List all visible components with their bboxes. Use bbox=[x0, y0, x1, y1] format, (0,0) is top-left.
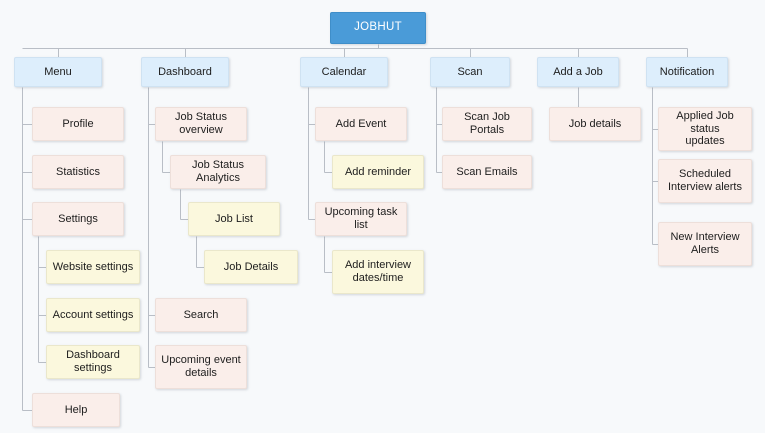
root-node-jobhut[interactable]: JOBHUT bbox=[330, 12, 426, 44]
node-label: Help bbox=[64, 403, 88, 416]
node-label: Menu bbox=[44, 65, 72, 78]
node-label: Add interview dates/time bbox=[344, 259, 412, 284]
node-label: Account settings bbox=[52, 308, 134, 321]
node-label: Add reminder bbox=[344, 165, 412, 178]
node-upcoming-event-details[interactable]: Upcoming event details bbox=[155, 345, 247, 389]
node-add-interview-dates-time[interactable]: Add interview dates/time bbox=[332, 250, 424, 294]
node-label: Job details bbox=[568, 117, 622, 130]
node-account-settings[interactable]: Account settings bbox=[46, 298, 140, 332]
node-label: Job List bbox=[215, 212, 253, 225]
node-label: Scan Emails bbox=[456, 165, 518, 178]
node-job-details[interactable]: Job Details bbox=[204, 250, 298, 284]
node-label: Upcoming task list bbox=[324, 206, 398, 231]
node-dashboard-settings[interactable]: Dashboard settings bbox=[46, 345, 140, 379]
node-new-interview-alerts[interactable]: New Interview Alerts bbox=[658, 222, 752, 266]
node-label: Scan bbox=[457, 65, 483, 78]
node-label: Website settings bbox=[52, 260, 134, 273]
node-label: Statistics bbox=[55, 165, 100, 178]
node-applied-job-status-updates[interactable]: Applied Job status updates bbox=[658, 107, 752, 151]
node-label: Add a Job bbox=[553, 65, 603, 78]
node-add-reminder[interactable]: Add reminder bbox=[332, 155, 424, 189]
node-job-list[interactable]: Job List bbox=[188, 202, 280, 236]
node-job-status-overview[interactable]: Job Status overview bbox=[155, 107, 247, 141]
node-scan-emails[interactable]: Scan Emails bbox=[442, 155, 532, 189]
node-label: Dashboard bbox=[158, 65, 212, 78]
node-label: Applied Job status updates bbox=[676, 109, 734, 148]
node-job-status-analytics[interactable]: Job Status Analytics bbox=[170, 155, 266, 189]
node-label: Scan Job Portals bbox=[464, 111, 510, 136]
node-label: New Interview Alerts bbox=[670, 231, 740, 256]
node-label: Add Event bbox=[335, 117, 387, 130]
node-label: Dashboard settings bbox=[66, 349, 120, 374]
node-dashboard[interactable]: Dashboard bbox=[141, 57, 229, 87]
node-label: Settings bbox=[58, 212, 98, 225]
node-label: Calendar bbox=[321, 65, 367, 78]
node-label: Notification bbox=[659, 65, 715, 78]
node-scheduled-interview-alerts[interactable]: Scheduled Interview alerts bbox=[658, 159, 752, 203]
node-label: Scheduled Interview alerts bbox=[668, 168, 742, 193]
node-add-event[interactable]: Add Event bbox=[315, 107, 407, 141]
node-label: Profile bbox=[62, 117, 94, 130]
node-notification[interactable]: Notification bbox=[646, 57, 728, 87]
node-scan[interactable]: Scan bbox=[430, 57, 510, 87]
node-help[interactable]: Help bbox=[32, 393, 120, 427]
node-scan-job-portals[interactable]: Scan Job Portals bbox=[442, 107, 532, 141]
node-label: Upcoming event details bbox=[161, 354, 241, 379]
node-label: Job Status overview bbox=[175, 111, 227, 136]
node-add-a-job[interactable]: Add a Job bbox=[537, 57, 619, 87]
node-label: JOBHUT bbox=[354, 21, 402, 34]
node-label: Job Status Analytics bbox=[192, 159, 244, 184]
node-website-settings[interactable]: Website settings bbox=[46, 250, 140, 284]
node-search[interactable]: Search bbox=[155, 298, 247, 332]
node-label: Job Details bbox=[223, 260, 279, 273]
node-calendar[interactable]: Calendar bbox=[300, 57, 388, 87]
node-menu[interactable]: Menu bbox=[14, 57, 102, 87]
node-upcoming-task-list[interactable]: Upcoming task list bbox=[315, 202, 407, 236]
node-profile[interactable]: Profile bbox=[32, 107, 124, 141]
node-job-details[interactable]: Job details bbox=[549, 107, 641, 141]
node-settings[interactable]: Settings bbox=[32, 202, 124, 236]
node-label: Search bbox=[183, 308, 219, 321]
node-statistics[interactable]: Statistics bbox=[32, 155, 124, 189]
